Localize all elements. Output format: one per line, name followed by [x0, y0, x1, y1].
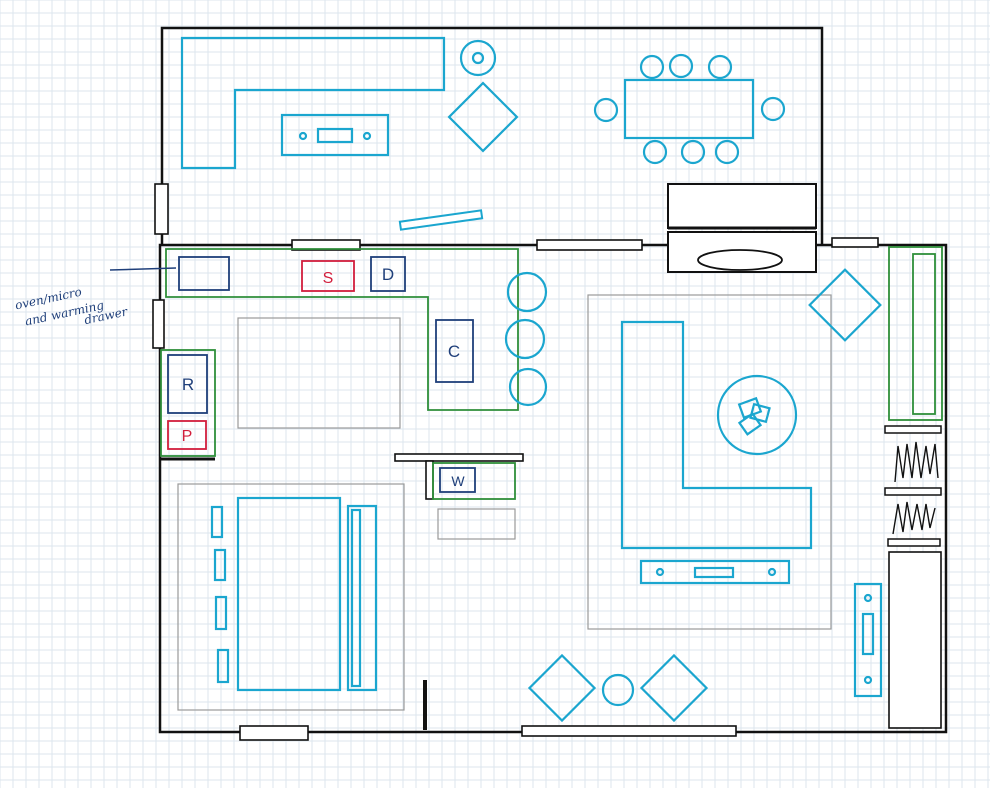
decor-dot: [298, 131, 308, 141]
dining-table: [623, 78, 755, 140]
refrigerator-label: R: [182, 375, 194, 394]
decor-dot: [362, 131, 372, 141]
wine-cabinet: [432, 462, 516, 500]
closet-rod: [884, 487, 942, 496]
accent-chair-corner: [808, 268, 882, 342]
window-bottom-left: [239, 725, 309, 741]
lower-bench: [346, 504, 378, 692]
fireplace-box: [667, 231, 817, 273]
pantry: [167, 420, 207, 450]
dishwasher-label: D: [382, 265, 394, 284]
wine-fridge-label: W: [451, 473, 465, 489]
dishwasher: [370, 256, 406, 292]
coffee-table-upper: [280, 113, 390, 157]
table-decor: [737, 412, 763, 436]
window-top-2: [536, 239, 643, 251]
storage-cabinet: [888, 551, 942, 729]
dining-chair: [593, 97, 619, 123]
accent-chair-upper: [447, 81, 519, 153]
living-room: [527, 246, 943, 729]
chair-slim: [210, 505, 224, 539]
dining-chair: [714, 139, 740, 165]
window-bottom: [521, 725, 737, 737]
cooktop-label: C: [448, 342, 460, 361]
accent-chair-bottom-left: [527, 653, 597, 723]
window-left: [152, 299, 165, 349]
hanging-clothes: [892, 501, 936, 535]
partition-post: [425, 460, 434, 500]
built-in-cabinet: [888, 246, 943, 421]
lower-left-rug: [177, 483, 405, 711]
console-tray: [693, 566, 735, 579]
side-table-round: [459, 39, 497, 77]
sink-label: S: [323, 270, 334, 287]
accent-chair-bottom-right: [639, 653, 709, 723]
living-room-rug: [587, 294, 832, 630]
windows: [152, 183, 879, 741]
fireplace-hearth: [667, 183, 817, 229]
window-top-right: [831, 237, 879, 248]
refrigerator: [167, 354, 208, 414]
chair-slim: [216, 648, 230, 684]
bar-stool: [504, 318, 546, 360]
dining-chair: [760, 96, 786, 122]
dining-chair: [668, 53, 694, 79]
sliding-door: [398, 209, 484, 231]
console-table: [639, 559, 791, 585]
media-console: [853, 582, 883, 698]
pantry-label: P: [182, 428, 193, 445]
cooktop: [435, 319, 474, 383]
fridge-pantry-cabinet: [160, 349, 216, 457]
dining-chair: [642, 139, 668, 165]
sectional-sofa-upper: [180, 36, 446, 170]
bar-stool: [508, 367, 548, 407]
annotation: oven/micro and warming drawer: [14, 267, 177, 328]
oven-micro-warming-drawer: [178, 256, 230, 291]
closet-rod: [884, 425, 942, 434]
annotation-leader: [109, 267, 177, 271]
upper-room-walls: [160, 26, 824, 245]
built-in-shelf: [912, 253, 936, 415]
kitchen-counter: [165, 248, 519, 411]
dining-chair: [680, 139, 706, 165]
coffee-table-tray: [316, 127, 354, 144]
media-console-tray: [861, 612, 875, 656]
window-upper-left: [154, 183, 169, 235]
round-coffee-table: [716, 374, 798, 456]
hanging-clothes: [894, 441, 939, 483]
lower-bench-back: [350, 508, 362, 688]
side-table-lamp: [471, 51, 485, 65]
walls: [158, 26, 948, 734]
window-top-1: [291, 239, 361, 251]
wine-fridge: [439, 467, 476, 493]
upper-room-furniture: [180, 36, 786, 170]
lower-left-area: [177, 483, 405, 711]
lower-table: [236, 496, 342, 692]
partition-wall: [394, 453, 524, 462]
decor-dot: [863, 593, 873, 603]
dining-chair: [639, 54, 665, 80]
fireplace-fire: [697, 249, 783, 271]
bar-stool: [506, 271, 548, 313]
decor-dot: [767, 567, 777, 577]
decor-dot: [655, 567, 665, 577]
kitchen-rug: [237, 317, 401, 429]
chair-slim: [213, 548, 227, 582]
closet-rod: [887, 538, 941, 547]
decor-dot: [863, 675, 873, 685]
bench: [437, 508, 516, 540]
dining-chair: [707, 54, 733, 80]
l-shaped-sofa: [620, 320, 813, 550]
kitchen: S D C R P W: [160, 248, 548, 540]
side-table-bottom: [601, 673, 635, 707]
chair-slim: [214, 595, 228, 631]
fireplace: [667, 183, 817, 273]
table-decor: [749, 402, 771, 424]
sink: [301, 260, 355, 292]
